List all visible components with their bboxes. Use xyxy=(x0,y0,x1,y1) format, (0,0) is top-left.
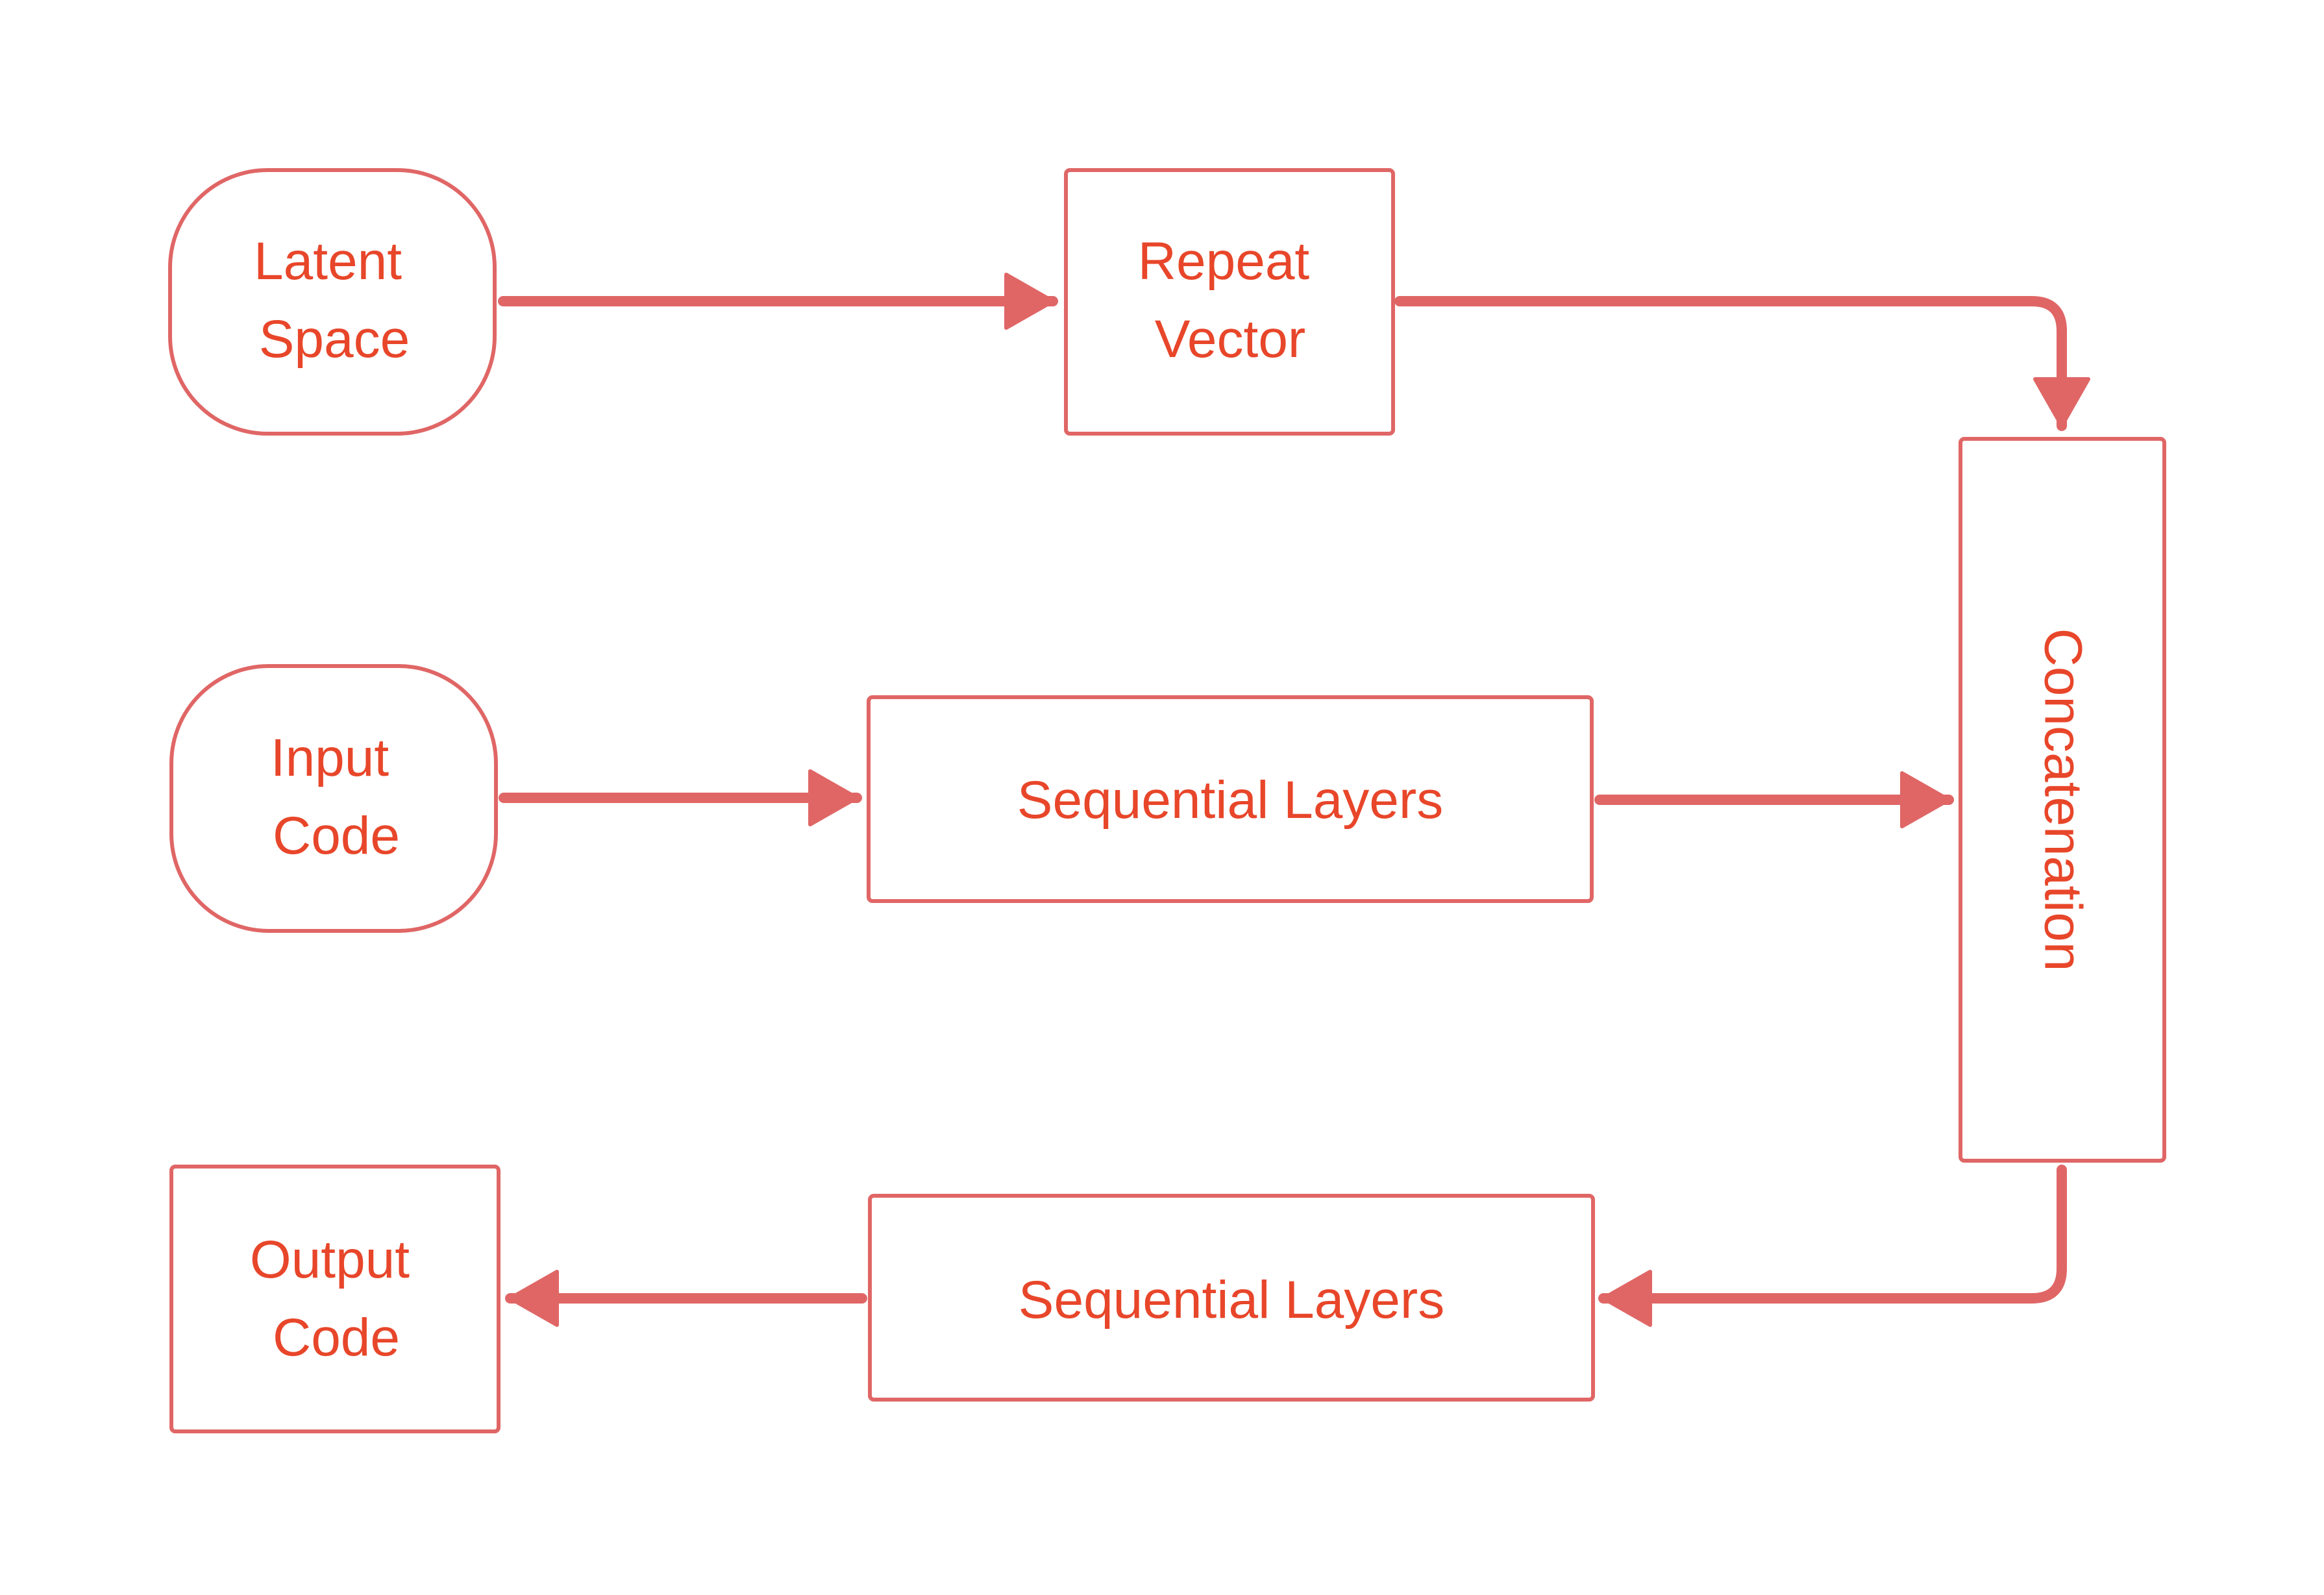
repeat-vector-shape xyxy=(1064,168,1395,436)
sequential-layers-top-shape xyxy=(867,695,1594,903)
concatenation-shape xyxy=(1959,437,2166,1163)
latent-space-shape xyxy=(168,168,497,436)
latent-space-label-line1: Latent xyxy=(254,232,402,291)
input-code-label-line1: Input xyxy=(271,728,389,787)
node-input-code: Input Code xyxy=(169,664,498,933)
repeat-vector-label-line2: Vector xyxy=(1155,310,1305,369)
sequential-layers-top-label: Sequential Layers xyxy=(1017,771,1443,830)
node-repeat-vector: Repeat Vector xyxy=(1064,168,1395,436)
edge-concatenation-to-sequential-layers-bottom xyxy=(1598,1165,2067,1327)
node-concatenation: Concatenation xyxy=(1959,437,2166,1163)
output-code-label-line2: Code xyxy=(273,1308,400,1367)
concatenation-label: Concatenation xyxy=(2033,628,2092,972)
output-code-label-line1: Output xyxy=(250,1230,410,1289)
input-code-shape xyxy=(169,664,498,933)
repeat-vector-label-line1: Repeat xyxy=(1138,232,1310,291)
node-sequential-layers-bottom: Sequential Layers xyxy=(868,1194,1595,1402)
node-sequential-layers-top: Sequential Layers xyxy=(867,695,1594,903)
node-latent-space: Latent Space xyxy=(168,168,497,436)
output-code-shape xyxy=(169,1165,501,1433)
input-code-label-line2: Code xyxy=(273,806,400,865)
node-output-code: Output Code xyxy=(169,1165,501,1433)
sequential-layers-bottom-shape xyxy=(868,1194,1595,1402)
edge-repeat-vector-to-concatenation xyxy=(1394,296,2090,431)
sequential-layers-bottom-label: Sequential Layers xyxy=(1019,1270,1444,1329)
latent-space-label-line2: Space xyxy=(259,310,410,369)
edges xyxy=(498,273,2090,1327)
